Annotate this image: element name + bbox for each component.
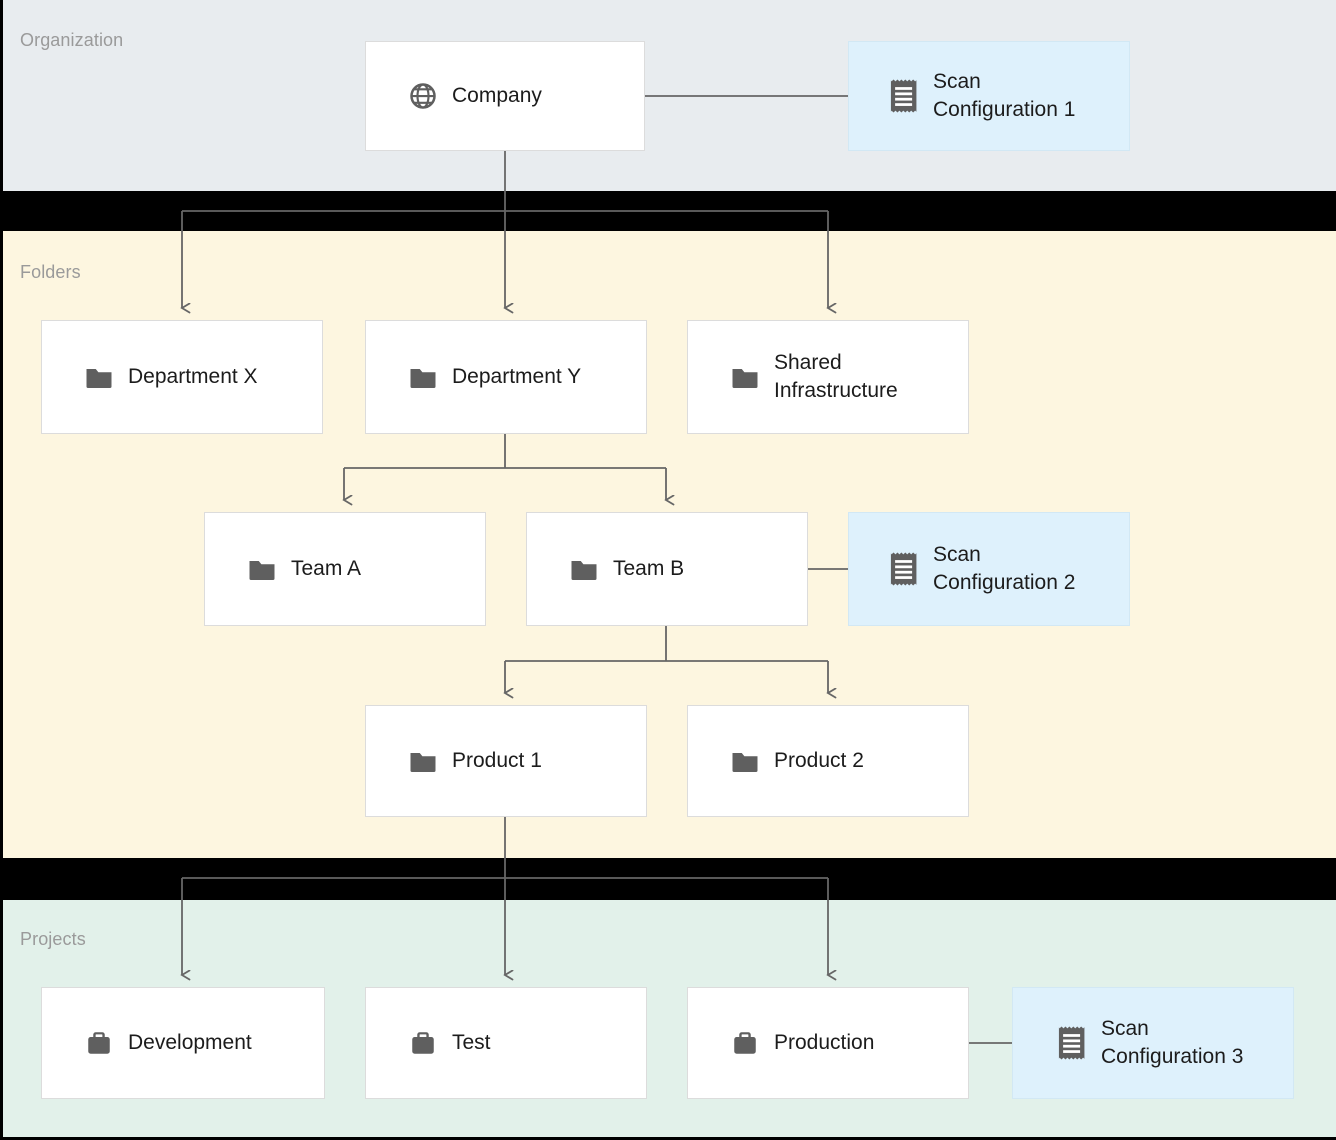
node-label: Department Y (452, 365, 582, 389)
node-team-b[interactable]: Team B (526, 512, 808, 626)
node-team-a[interactable]: Team A (204, 512, 486, 626)
node-label: Production (774, 1031, 875, 1055)
node-label: Scan Configuration 1 (933, 70, 1076, 121)
node-label: Scan Configuration 3 (1101, 1017, 1244, 1068)
folder-icon (730, 362, 760, 392)
folder-icon (730, 746, 760, 776)
node-label: Team B (613, 557, 685, 581)
scan-config-icon (889, 79, 919, 113)
briefcase-icon (408, 1028, 438, 1058)
node-scan-configuration-3[interactable]: Scan Configuration 3 (1012, 987, 1294, 1099)
node-development[interactable]: Development (41, 987, 325, 1099)
folder-icon (408, 362, 438, 392)
band-label-organization: Organization (20, 30, 124, 50)
folder-icon (569, 554, 599, 584)
node-label: Product 1 (452, 749, 542, 773)
folder-icon (247, 554, 277, 584)
node-label: Test (452, 1031, 491, 1055)
node-scan-configuration-1[interactable]: Scan Configuration 1 (848, 41, 1130, 151)
node-label: Department X (128, 365, 258, 389)
node-company[interactable]: Company (365, 41, 645, 151)
folder-icon (84, 362, 114, 392)
briefcase-icon (84, 1028, 114, 1058)
scan-config-icon (889, 552, 919, 586)
node-label: Shared Infrastructure (774, 351, 898, 402)
node-product-2[interactable]: Product 2 (687, 705, 969, 817)
band-label-folders: Folders (20, 262, 81, 282)
node-label: Team A (291, 557, 362, 581)
folder-icon (408, 746, 438, 776)
band-label-projects: Projects (20, 929, 86, 949)
node-department-y[interactable]: Department Y (365, 320, 647, 434)
node-test[interactable]: Test (365, 987, 647, 1099)
globe-icon (408, 81, 438, 111)
node-production[interactable]: Production (687, 987, 969, 1099)
node-label: Product 2 (774, 749, 864, 773)
briefcase-icon (730, 1028, 760, 1058)
node-label: Scan Configuration 2 (933, 543, 1076, 594)
node-scan-configuration-2[interactable]: Scan Configuration 2 (848, 512, 1130, 626)
node-label: Company (452, 84, 542, 108)
band-organization (3, 0, 1336, 191)
node-shared-infrastructure[interactable]: Shared Infrastructure (687, 320, 969, 434)
scan-config-icon (1057, 1026, 1087, 1060)
node-label: Development (128, 1031, 252, 1055)
node-product-1[interactable]: Product 1 (365, 705, 647, 817)
node-department-x[interactable]: Department X (41, 320, 323, 434)
